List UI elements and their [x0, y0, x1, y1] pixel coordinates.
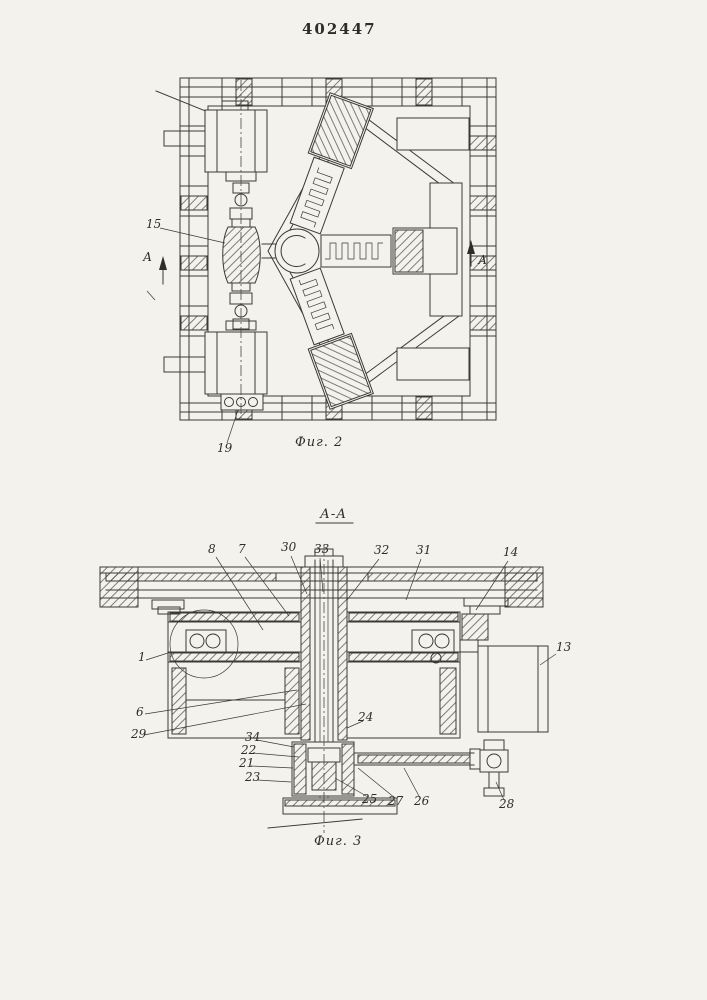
fig2-leader-lines: [159, 227, 239, 444]
part-label-15: 15: [146, 217, 161, 231]
fig3-bearing-right: [411, 629, 455, 664]
part-label-31: 31: [416, 543, 431, 557]
fig2-section-mark-right: [467, 240, 475, 267]
fig2-section-mark-left: [146, 256, 167, 301]
part-label-28: 28: [498, 797, 515, 811]
fig2-center-bore: [261, 228, 320, 274]
part-label-13: 13: [556, 640, 572, 654]
part-label-19: 19: [217, 441, 233, 455]
fig2-detail-19: [220, 393, 264, 411]
part-label-26: 26: [413, 794, 430, 808]
part-label-1: 1: [138, 650, 146, 664]
part-label-24: 24: [357, 710, 373, 724]
fig3-base-plate: [267, 797, 398, 829]
part-label-27: 27: [387, 794, 404, 808]
part-label-21: 21: [238, 756, 254, 770]
fig2-arm-top: [289, 92, 374, 235]
part-label-8: 8: [208, 542, 216, 556]
part-label-29: 29: [130, 727, 147, 741]
fig3-housing-left: [167, 611, 302, 739]
section-letter-left: А: [142, 250, 152, 264]
fig2-caption: Фиг. 2: [295, 435, 343, 450]
fig2-drive-motor-top: [163, 100, 268, 173]
fig3-section-title: А-А: [319, 507, 347, 522]
part-label-25: 25: [361, 792, 377, 806]
fig2-arm-bottom: [289, 267, 374, 410]
figure-2: 15 19 А А Фиг. 2: [142, 77, 497, 455]
patent-number: 402447: [302, 20, 377, 38]
fig2-drive-motor-bottom: [163, 320, 268, 395]
fig2-barrel-15: [222, 218, 261, 292]
fig3-motor-13: [459, 639, 549, 733]
part-label-34: 34: [245, 730, 260, 744]
part-label-30: 30: [281, 540, 297, 554]
part-label-23: 23: [244, 770, 261, 784]
fig3-leader-lines: [143, 555, 557, 801]
part-label-14: 14: [503, 545, 518, 559]
part-label-33: 33: [314, 542, 330, 556]
fig3-caption: Фиг. 3: [314, 834, 362, 849]
part-label-7: 7: [238, 542, 246, 556]
figure-3: А-А: [99, 507, 572, 849]
fig2-arm-right: [320, 227, 458, 275]
fig3-bearing-left: [185, 629, 227, 653]
fig3-bracket-right: [461, 597, 509, 641]
part-label-22: 22: [240, 743, 256, 757]
fig3-bracket-left: [151, 599, 185, 615]
fig3-lower-cylinder: [291, 741, 355, 797]
fig3-valve-28: [479, 739, 509, 797]
section-letter-right: А: [477, 253, 487, 267]
part-label-6: 6: [136, 705, 144, 719]
fig3-feed-rod: [353, 748, 481, 770]
fig3-detail-circle-1: [169, 609, 239, 679]
part-label-32: 32: [374, 543, 389, 557]
